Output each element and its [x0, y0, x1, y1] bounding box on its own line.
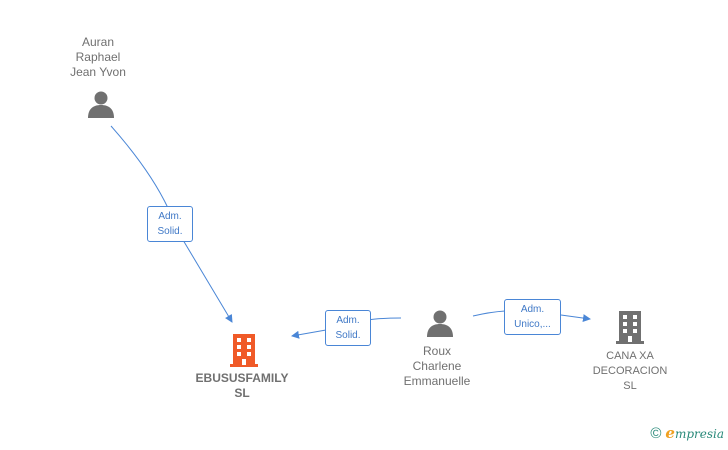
copyright-symbol: ©: [650, 424, 662, 442]
person-icon[interactable]: [425, 308, 455, 338]
building-icon[interactable]: [229, 332, 259, 368]
brand-first-letter: e: [665, 424, 675, 442]
person-auran-line-1: Auran: [81, 35, 115, 49]
brand-name: empresia: [665, 424, 724, 442]
edge-roux-to-cana[interactable]: [472, 310, 590, 319]
edge-label-line-2: Solid.: [335, 330, 361, 341]
company-cana-label[interactable]: CANA XA DECORACION SL: [575, 349, 685, 394]
company-cana-line-3: SL: [623, 380, 637, 392]
person-auran-line-2: Raphael: [75, 50, 121, 64]
company-cana-line-1: CANA XA: [606, 350, 654, 362]
person-roux-label[interactable]: Roux Charlene Emmanuelle: [387, 344, 487, 389]
person-roux-line-1: Roux: [422, 344, 451, 358]
edge-label-auran-ebusus[interactable]: Adm. Solid.: [147, 206, 193, 242]
edge-auran-to-ebusus[interactable]: [110, 125, 232, 322]
person-auran-label[interactable]: Auran Raphael Jean Yvon: [48, 35, 148, 80]
person-auran-line-3: Jean Yvon: [70, 65, 126, 79]
building-icon[interactable]: [615, 309, 645, 345]
person-roux-line-2: Charlene: [412, 359, 462, 373]
edge-label-line-2: Unico,...: [514, 319, 551, 330]
edge-label-roux-ebusus[interactable]: Adm. Solid.: [325, 310, 371, 346]
edge-label-line-1: Adm.: [336, 315, 360, 326]
person-icon[interactable]: [86, 89, 116, 119]
company-ebusus-label[interactable]: EBUSUSFAMILY SL: [182, 371, 302, 401]
brand-logo: © empresia: [650, 424, 724, 442]
company-cana-line-2: DECORACION: [592, 365, 668, 377]
person-roux-line-3: Emmanuelle: [403, 374, 471, 388]
edge-label-line-2: Solid.: [157, 226, 183, 237]
brand-rest: mpresia: [674, 427, 724, 441]
edge-label-roux-cana[interactable]: Adm. Unico,...: [504, 299, 561, 335]
edge-label-line-1: Adm.: [158, 211, 182, 222]
company-ebusus-line-2: SL: [234, 386, 250, 400]
edge-label-line-1: Adm.: [520, 304, 545, 315]
company-ebusus-line-1: EBUSUSFAMILY: [195, 371, 289, 385]
